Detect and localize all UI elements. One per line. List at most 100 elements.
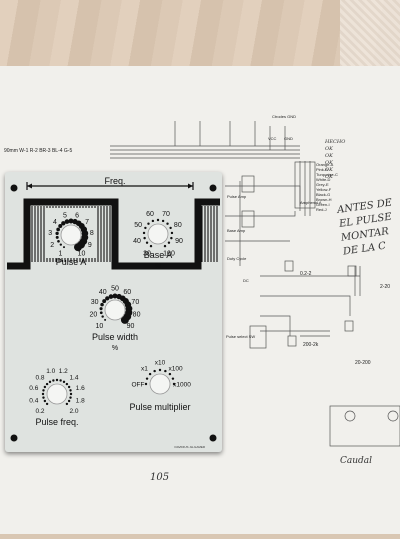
dial-tick <box>69 396 72 399</box>
dial-tick <box>69 389 72 392</box>
dial-tick <box>42 396 45 399</box>
dial-scale-label: 2.0 <box>69 408 78 415</box>
dial-scale-label: 1.2 <box>59 368 68 375</box>
dial-scale-label: 80 <box>174 222 182 229</box>
range-label: 200-2k <box>303 342 319 348</box>
pulse-waveform <box>7 198 220 270</box>
dial-scale-label: 30 <box>91 299 99 306</box>
handwritten-number: 105 <box>150 472 170 483</box>
check-notes: HECHO OK OK OK OK OK <box>325 139 345 181</box>
knob-hole[interactable] <box>147 223 169 245</box>
knob-hole[interactable] <box>60 224 82 246</box>
dial-tick <box>43 399 47 403</box>
dial-scale-label: 1 <box>59 251 63 258</box>
dial-tick <box>164 369 167 373</box>
dial-scale-label: 10 <box>78 251 86 258</box>
mounting-hole <box>209 434 217 442</box>
dial-scale-label: 60 <box>146 211 154 218</box>
dial-tick <box>65 382 69 386</box>
dial-tick <box>56 227 60 232</box>
dial-tick <box>52 379 55 382</box>
pulse-a-label: Pulse A <box>56 257 87 267</box>
dial-tick <box>144 226 147 230</box>
dial-tick <box>59 379 62 382</box>
knob-hole[interactable] <box>46 383 68 405</box>
dial-scale-label: x100 <box>169 366 183 373</box>
pin-label: Brown-H <box>316 197 332 202</box>
dial-scale-label: 60 <box>123 289 131 296</box>
dial-tick <box>42 389 45 392</box>
dial-tick <box>143 236 146 240</box>
pin-label: Yellow-F <box>316 187 332 192</box>
dial-tick <box>55 231 59 236</box>
base-a-unit: % <box>155 263 161 270</box>
dial-scale-label: 10 <box>96 323 104 330</box>
dial-tick <box>170 236 173 240</box>
check-note: OK <box>325 160 333 166</box>
knob-hole[interactable] <box>104 299 126 321</box>
section-label: Pulse select SW <box>226 334 256 339</box>
dial-tick <box>112 293 118 299</box>
dial-tick <box>69 392 73 396</box>
dial-tick <box>144 382 148 386</box>
dial-scale-label: 1.0 <box>46 368 55 375</box>
dial-scale-label: 3 <box>48 230 52 237</box>
dial-tick <box>65 402 69 406</box>
pin-label: Turquoise-C <box>316 172 338 177</box>
dial-tick <box>156 218 160 222</box>
dial-scale-label: x1 <box>141 366 148 373</box>
dial-tick <box>59 243 62 246</box>
section-label: Amphenol A <box>300 200 322 205</box>
dial-tick <box>68 218 74 224</box>
dial-scale-label: 20 <box>90 312 98 319</box>
dial-tick <box>104 318 107 321</box>
dial-tick <box>43 385 47 389</box>
check-note: OK <box>325 153 333 159</box>
dial-tick <box>55 235 59 239</box>
dial-tick <box>166 222 169 225</box>
check-note: HECHO <box>325 139 346 145</box>
dial-scale-label: 50 <box>134 222 142 229</box>
dial-tick <box>108 294 114 299</box>
dial-scale-label: 7 <box>85 219 89 226</box>
schematic-drawing <box>110 121 400 447</box>
pulse-width-label: Pulse width <box>92 332 138 342</box>
dial-scale-label: 30 <box>143 251 151 258</box>
dial-scale-label: 0.6 <box>29 385 38 392</box>
pin-label: Black-G <box>316 192 331 197</box>
dial-tick <box>142 231 146 235</box>
dial-scale-label: 90 <box>127 323 135 330</box>
section-label: Base Amp <box>227 228 246 233</box>
dial-scale-label: 9 <box>88 242 92 249</box>
dial-tick <box>64 219 70 224</box>
dial-tick <box>63 246 65 249</box>
dial-scale-label: 1.8 <box>76 397 85 404</box>
dial-tick <box>55 378 59 382</box>
dial-tick <box>102 299 107 304</box>
dial-tick <box>100 302 104 307</box>
dial-tick <box>67 399 71 403</box>
freq-title: Freq. <box>104 176 125 186</box>
dial-tick <box>167 241 171 244</box>
dial-tick <box>171 377 175 380</box>
knob-hole[interactable] <box>149 373 171 395</box>
dial-scale-label: x1000 <box>173 381 191 388</box>
check-note: OK <box>325 174 333 180</box>
handwritten-note: ANTES DE EL PULSE MONTAR DE LA C <box>336 196 399 259</box>
pin-label: Red-J <box>316 207 327 212</box>
pin-label: Pink-B <box>316 167 328 172</box>
dial-tick <box>74 243 82 252</box>
dial-scale-label: 40 <box>99 289 107 296</box>
pin-label: Green-I <box>316 202 330 207</box>
dial-scale-label: 1.4 <box>69 374 78 381</box>
pulse-width-unit: % <box>112 345 118 352</box>
net-label: DC <box>243 278 249 283</box>
pin-label: Grey-E <box>316 182 329 187</box>
dial-tick <box>149 244 153 248</box>
